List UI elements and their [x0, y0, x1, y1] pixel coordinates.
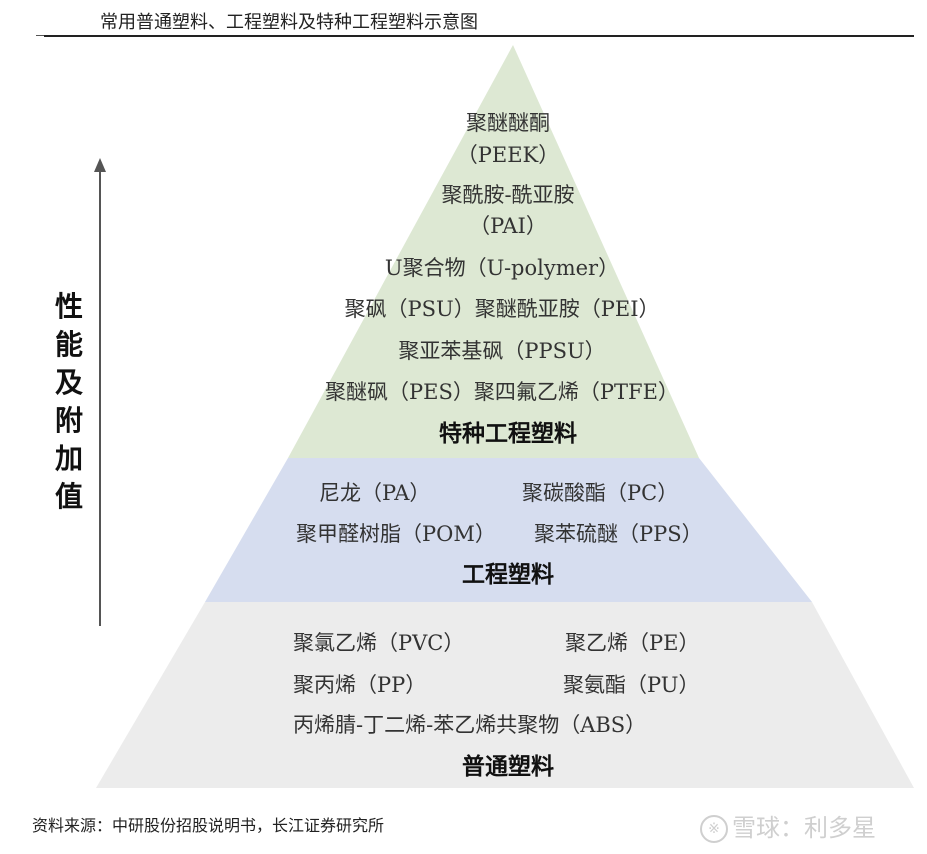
general-item-pe: 聚乙烯（PE） [565, 631, 700, 655]
tier-engineering-shape [205, 458, 812, 602]
engineering-item-pps: 聚苯硫醚（PPS） [534, 522, 703, 546]
special-item-peek-name: 聚醚醚酮 [466, 111, 550, 135]
snowball-logo-icon: ※ [700, 815, 728, 843]
special-item-pes-ptfe: 聚醚砜（PES）聚四氟乙烯（PTFE） [325, 380, 679, 404]
special-item-pai-name: 聚酰胺-酰亚胺 [441, 183, 575, 207]
special-item-peek-abbr: （PEEK） [456, 143, 560, 167]
general-item-pvc: 聚氯乙烯（PVC） [293, 631, 465, 655]
tier-special-shape [288, 45, 699, 458]
engineering-item-pa: 尼龙（PA） [319, 481, 431, 505]
figure-title: 常用普通塑料、工程塑料及特种工程塑料示意图 [100, 12, 478, 33]
tier-special-title: 特种工程塑料 [439, 421, 577, 447]
special-item-ppsu: 聚亚苯基砜（PPSU） [398, 339, 606, 363]
performance-arrow-icon [94, 158, 106, 626]
general-item-pp: 聚丙烯（PP） [293, 673, 427, 697]
axis-label-char: 加 [54, 442, 83, 475]
general-item-pu: 聚氨酯（PU） [563, 673, 700, 697]
special-item-pai-abbr: （PAI） [469, 214, 547, 238]
tier-general-title: 普通塑料 [462, 754, 554, 780]
tier-general-shape [96, 602, 914, 788]
special-item-u-polymer: U聚合物（U-polymer） [384, 256, 620, 280]
performance-axis-label: 性 能 及 附 加 值 [52, 288, 86, 516]
source-note: 资料来源：中研股份招股说明书，长江证券研究所 [32, 816, 385, 835]
axis-label-char: 附 [54, 404, 83, 437]
special-item-psu-pei: 聚砜（PSU）聚醚酰亚胺（PEI） [344, 297, 660, 321]
engineering-item-pom: 聚甲醛树脂（POM） [296, 522, 496, 546]
engineering-item-pc: 聚碳酸酯（PC） [522, 481, 679, 505]
axis-label-char: 能 [54, 328, 83, 361]
title-rule-tick [36, 35, 44, 36]
general-item-abs: 丙烯腈-丁二烯-苯乙烯共聚物（ABS） [293, 713, 647, 737]
tier-engineering-title: 工程塑料 [462, 562, 554, 588]
axis-label-char: 值 [54, 480, 83, 513]
axis-label-char: 及 [54, 366, 83, 399]
watermark: ※雪球：利多星 [700, 808, 876, 843]
title-rule [44, 35, 914, 37]
watermark-text: 雪球：利多星 [732, 814, 876, 842]
axis-label-char: 性 [54, 290, 83, 323]
